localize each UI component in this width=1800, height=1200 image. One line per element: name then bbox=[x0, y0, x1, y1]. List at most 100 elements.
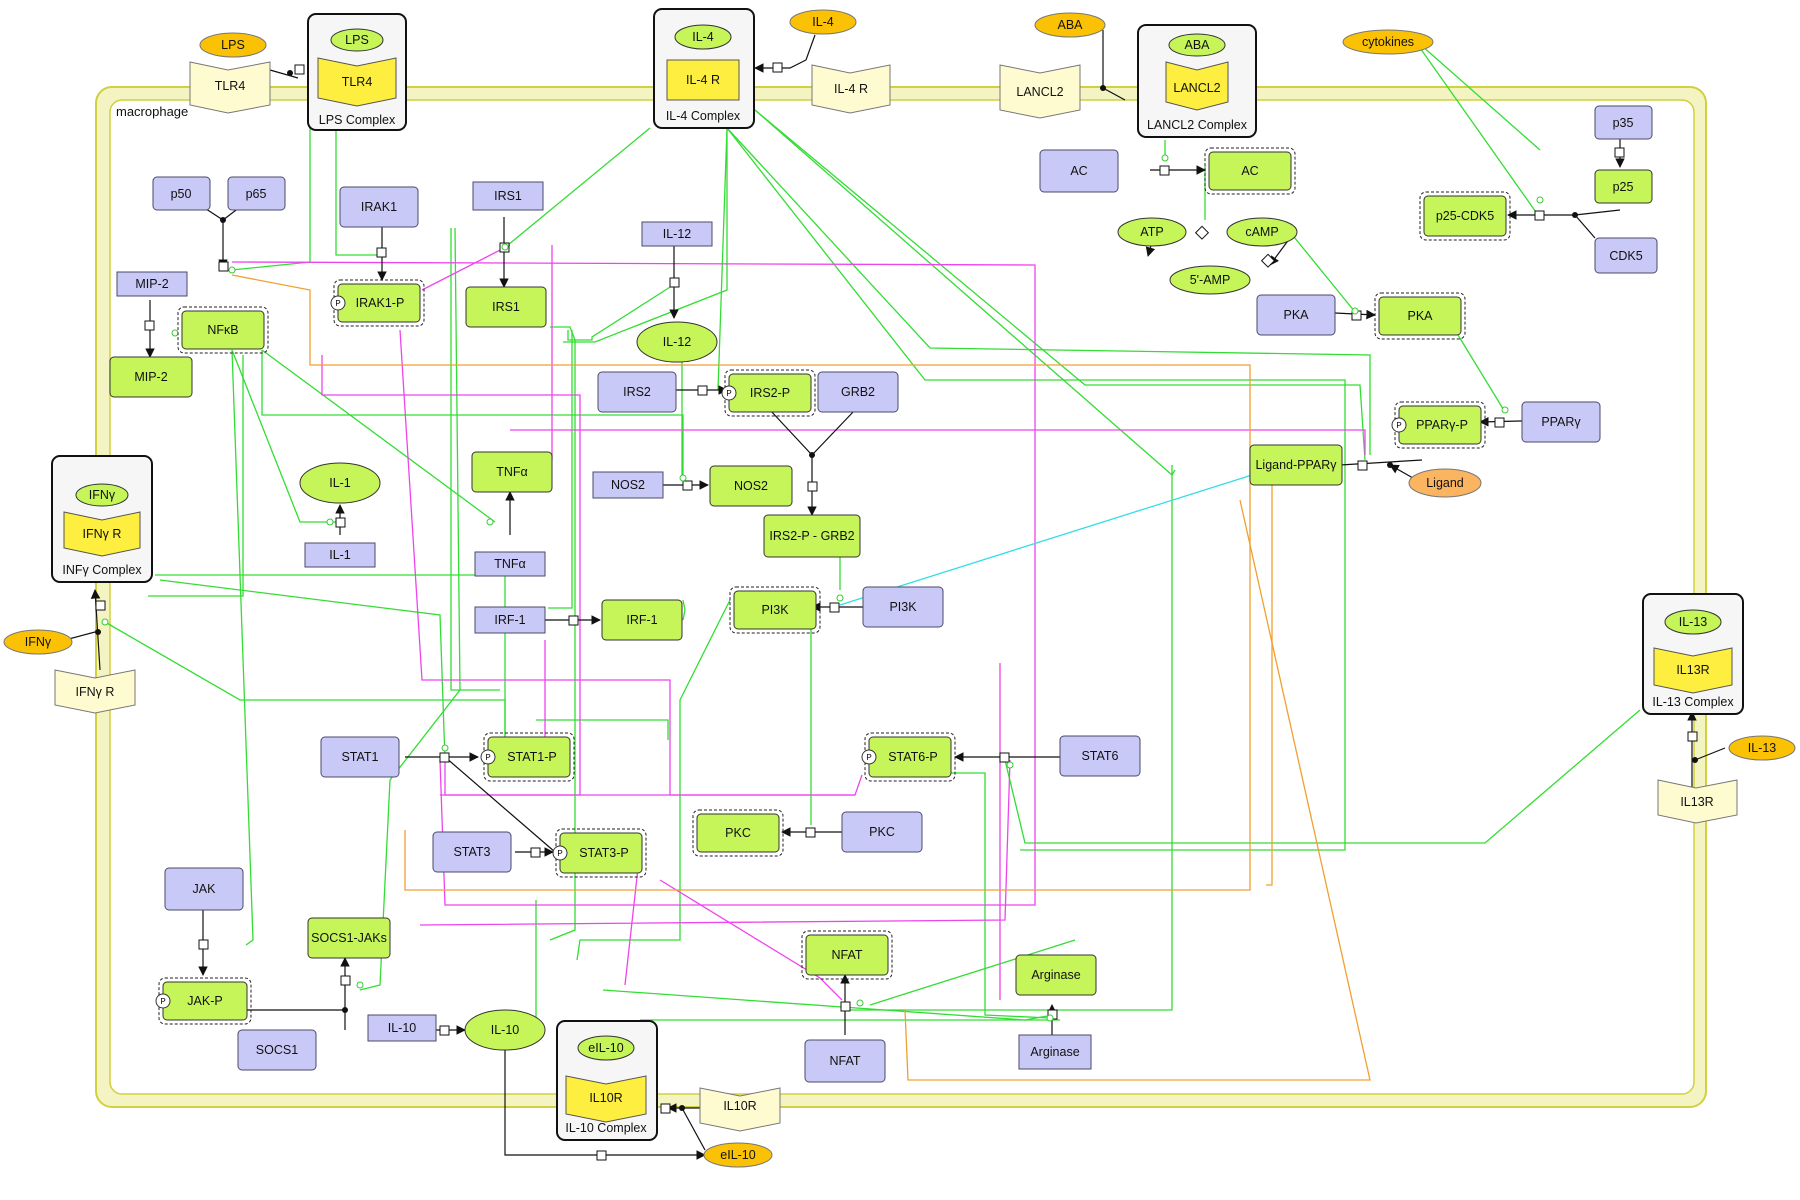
node-nfat-active[interactable]: NFAT bbox=[801, 930, 893, 980]
il13-complex[interactable]: IL-13 IL13R IL-13 Complex bbox=[1642, 593, 1744, 715]
node-il10-label: IL-10 bbox=[388, 1021, 417, 1035]
lancl2-receptor-label: LANCL2 bbox=[1016, 85, 1063, 99]
node-il12-active[interactable]: IL-12 bbox=[636, 321, 718, 363]
node-jakp[interactable]: P JAK-P bbox=[155, 977, 252, 1025]
cytokines-ligand[interactable] bbox=[1342, 29, 1434, 55]
eil10-ligand[interactable] bbox=[703, 1142, 773, 1168]
node-jak[interactable]: JAK bbox=[164, 867, 244, 911]
node-nfat[interactable]: NFAT bbox=[804, 1039, 886, 1083]
aba-ligand[interactable] bbox=[1034, 12, 1106, 38]
il4-complex[interactable]: IL-4 IL-4 R IL-4 Complex bbox=[653, 8, 755, 129]
il13-ligand[interactable] bbox=[1728, 735, 1796, 761]
ifng-ligand[interactable] bbox=[3, 629, 73, 655]
node-ppar-label: PPARγ bbox=[1541, 415, 1581, 429]
node-pparp[interactable]: P PPARγ-P bbox=[1391, 401, 1486, 449]
node-nos2[interactable]: NOS2 bbox=[592, 471, 664, 499]
tlr4-receptor[interactable] bbox=[189, 61, 271, 114]
node-pkc[interactable]: PKC bbox=[841, 811, 923, 853]
ifngr-receptor-label: IFNγ R bbox=[76, 685, 115, 699]
node-camp[interactable]: cAMP bbox=[1226, 217, 1298, 247]
node-mip2-active[interactable]: MIP-2 bbox=[109, 356, 193, 398]
node-irak1p[interactable]: P IRAK1-P bbox=[330, 279, 425, 327]
node-nos2-label: NOS2 bbox=[611, 478, 645, 492]
node-stat1[interactable]: STAT1 bbox=[320, 736, 400, 778]
il10r-receptor-label: IL10R bbox=[723, 1099, 756, 1113]
node-irak1p-label: IRAK1-P bbox=[356, 296, 405, 310]
node-nfkb-label: NFκB bbox=[207, 323, 238, 337]
node-irf1[interactable]: IRF-1 bbox=[474, 606, 546, 634]
node-nfkb[interactable]: NFκB bbox=[177, 306, 269, 354]
node-il10[interactable]: IL-10 bbox=[367, 1014, 437, 1042]
lancl2-receptor[interactable] bbox=[999, 64, 1081, 119]
node-irs2[interactable]: IRS2 bbox=[597, 371, 677, 413]
il4-ligand-label: IL-4 bbox=[812, 15, 834, 29]
node-pi3k-active[interactable]: PI3K bbox=[729, 586, 821, 634]
node-il1[interactable]: IL-1 bbox=[304, 542, 376, 568]
lancl2-complex[interactable]: ABA LANCL2 LANCL2 Complex bbox=[1137, 24, 1257, 138]
node-nos2-active-label: NOS2 bbox=[734, 479, 768, 493]
node-pkc-active[interactable]: PKC bbox=[692, 809, 784, 857]
lps-complex[interactable]: LPS TLR4 LPS Complex bbox=[307, 13, 407, 131]
node-pka-active[interactable]: PKA bbox=[1374, 292, 1466, 340]
node-irs2p[interactable]: P IRS2-P bbox=[721, 369, 816, 417]
node-stat3p[interactable]: P STAT3-P bbox=[552, 828, 647, 878]
receptors: TLR4 IL-4 R LANCL2 IFNγ R IL13R IL10R bbox=[54, 61, 1738, 1132]
node-arginase-active[interactable]: Arginase bbox=[1015, 954, 1097, 996]
node-il1-active-label: IL-1 bbox=[329, 476, 351, 490]
il10-complex-title: IL-10 Complex bbox=[565, 1121, 647, 1135]
il4r-receptor[interactable] bbox=[811, 64, 891, 114]
il13r-receptor-label: IL13R bbox=[1680, 795, 1713, 809]
ifngr-receptor[interactable] bbox=[54, 669, 136, 714]
il10r-receptor[interactable] bbox=[699, 1087, 781, 1132]
node-nos2-active[interactable]: NOS2 bbox=[709, 465, 793, 507]
lps-ligand[interactable] bbox=[199, 32, 267, 58]
node-ac-active[interactable]: AC bbox=[1204, 147, 1296, 195]
inactive-species: p50 p65 IRAK1 IRS1 IL-12 MIP-2 AC p35 CD… bbox=[116, 105, 1658, 1083]
node-grb2-label: GRB2 bbox=[841, 385, 875, 399]
node-p25cdk5[interactable]: p25-CDK5 bbox=[1419, 191, 1511, 241]
node-tnfa[interactable]: TNFα bbox=[474, 551, 546, 577]
node-stat6[interactable]: STAT6 bbox=[1059, 735, 1141, 777]
node-amp[interactable]: 5'-AMP bbox=[1169, 265, 1251, 295]
node-p50[interactable]: p50 bbox=[152, 176, 211, 211]
node-irs1[interactable]: IRS1 bbox=[472, 181, 544, 211]
infg-complex[interactable]: IFNγ IFNγ R INFγ Complex bbox=[51, 455, 153, 583]
node-irf1-active[interactable]: IRF-1 bbox=[601, 599, 683, 641]
node-ligandppar[interactable]: Ligand-PPARγ bbox=[1249, 444, 1343, 486]
node-stat1p[interactable]: P STAT1-P bbox=[480, 732, 575, 782]
il10-complex[interactable]: eIL-10 IL10R IL-10 Complex bbox=[556, 1020, 658, 1141]
node-stat6p[interactable]: P STAT6-P bbox=[861, 732, 956, 782]
node-grb2[interactable]: GRB2 bbox=[817, 371, 899, 413]
node-il1-active[interactable]: IL-1 bbox=[299, 462, 381, 504]
node-nfat-label: NFAT bbox=[829, 1054, 860, 1068]
il13-complex-title: IL-13 Complex bbox=[1652, 695, 1734, 709]
node-mip2[interactable]: MIP-2 bbox=[116, 271, 188, 297]
il10-complex-receptor: IL10R bbox=[589, 1091, 622, 1105]
node-pi3k[interactable]: PI3K bbox=[862, 586, 944, 628]
node-p35[interactable]: p35 bbox=[1594, 105, 1653, 140]
node-il10-active[interactable]: IL-10 bbox=[464, 1009, 546, 1051]
node-irs2grb2[interactable]: IRS2-P - GRB2 bbox=[763, 514, 861, 558]
node-atp[interactable]: ATP bbox=[1117, 217, 1187, 247]
node-pka[interactable]: PKA bbox=[1256, 294, 1336, 336]
node-stat3[interactable]: STAT3 bbox=[432, 831, 512, 873]
node-cdk5[interactable]: CDK5 bbox=[1594, 237, 1658, 274]
il4-ligand[interactable] bbox=[789, 9, 857, 35]
node-p25[interactable]: p25 bbox=[1594, 169, 1653, 204]
node-irs1-active[interactable]: IRS1 bbox=[465, 286, 547, 328]
node-socs1jaks[interactable]: SOCS1-JAKs bbox=[307, 917, 391, 959]
node-ppar[interactable]: PPARγ bbox=[1521, 401, 1601, 443]
node-tnfa-active[interactable]: TNFα bbox=[471, 451, 553, 493]
node-socs1[interactable]: SOCS1 bbox=[237, 1029, 317, 1071]
node-il12[interactable]: IL-12 bbox=[641, 221, 713, 247]
il13-ligand-label: IL-13 bbox=[1748, 741, 1777, 755]
node-arginase[interactable]: Arginase bbox=[1018, 1034, 1092, 1070]
node-jak-label: JAK bbox=[193, 882, 217, 896]
irak1p-phospho-mark: P bbox=[335, 299, 340, 308]
lancl2-complex-receptor: LANCL2 bbox=[1173, 81, 1220, 95]
il13r-receptor[interactable] bbox=[1657, 779, 1738, 824]
node-p65[interactable]: p65 bbox=[227, 176, 286, 211]
node-irak1[interactable]: IRAK1 bbox=[339, 186, 419, 228]
il4-complex-title: IL-4 Complex bbox=[666, 109, 741, 123]
node-ac[interactable]: AC bbox=[1039, 149, 1119, 193]
